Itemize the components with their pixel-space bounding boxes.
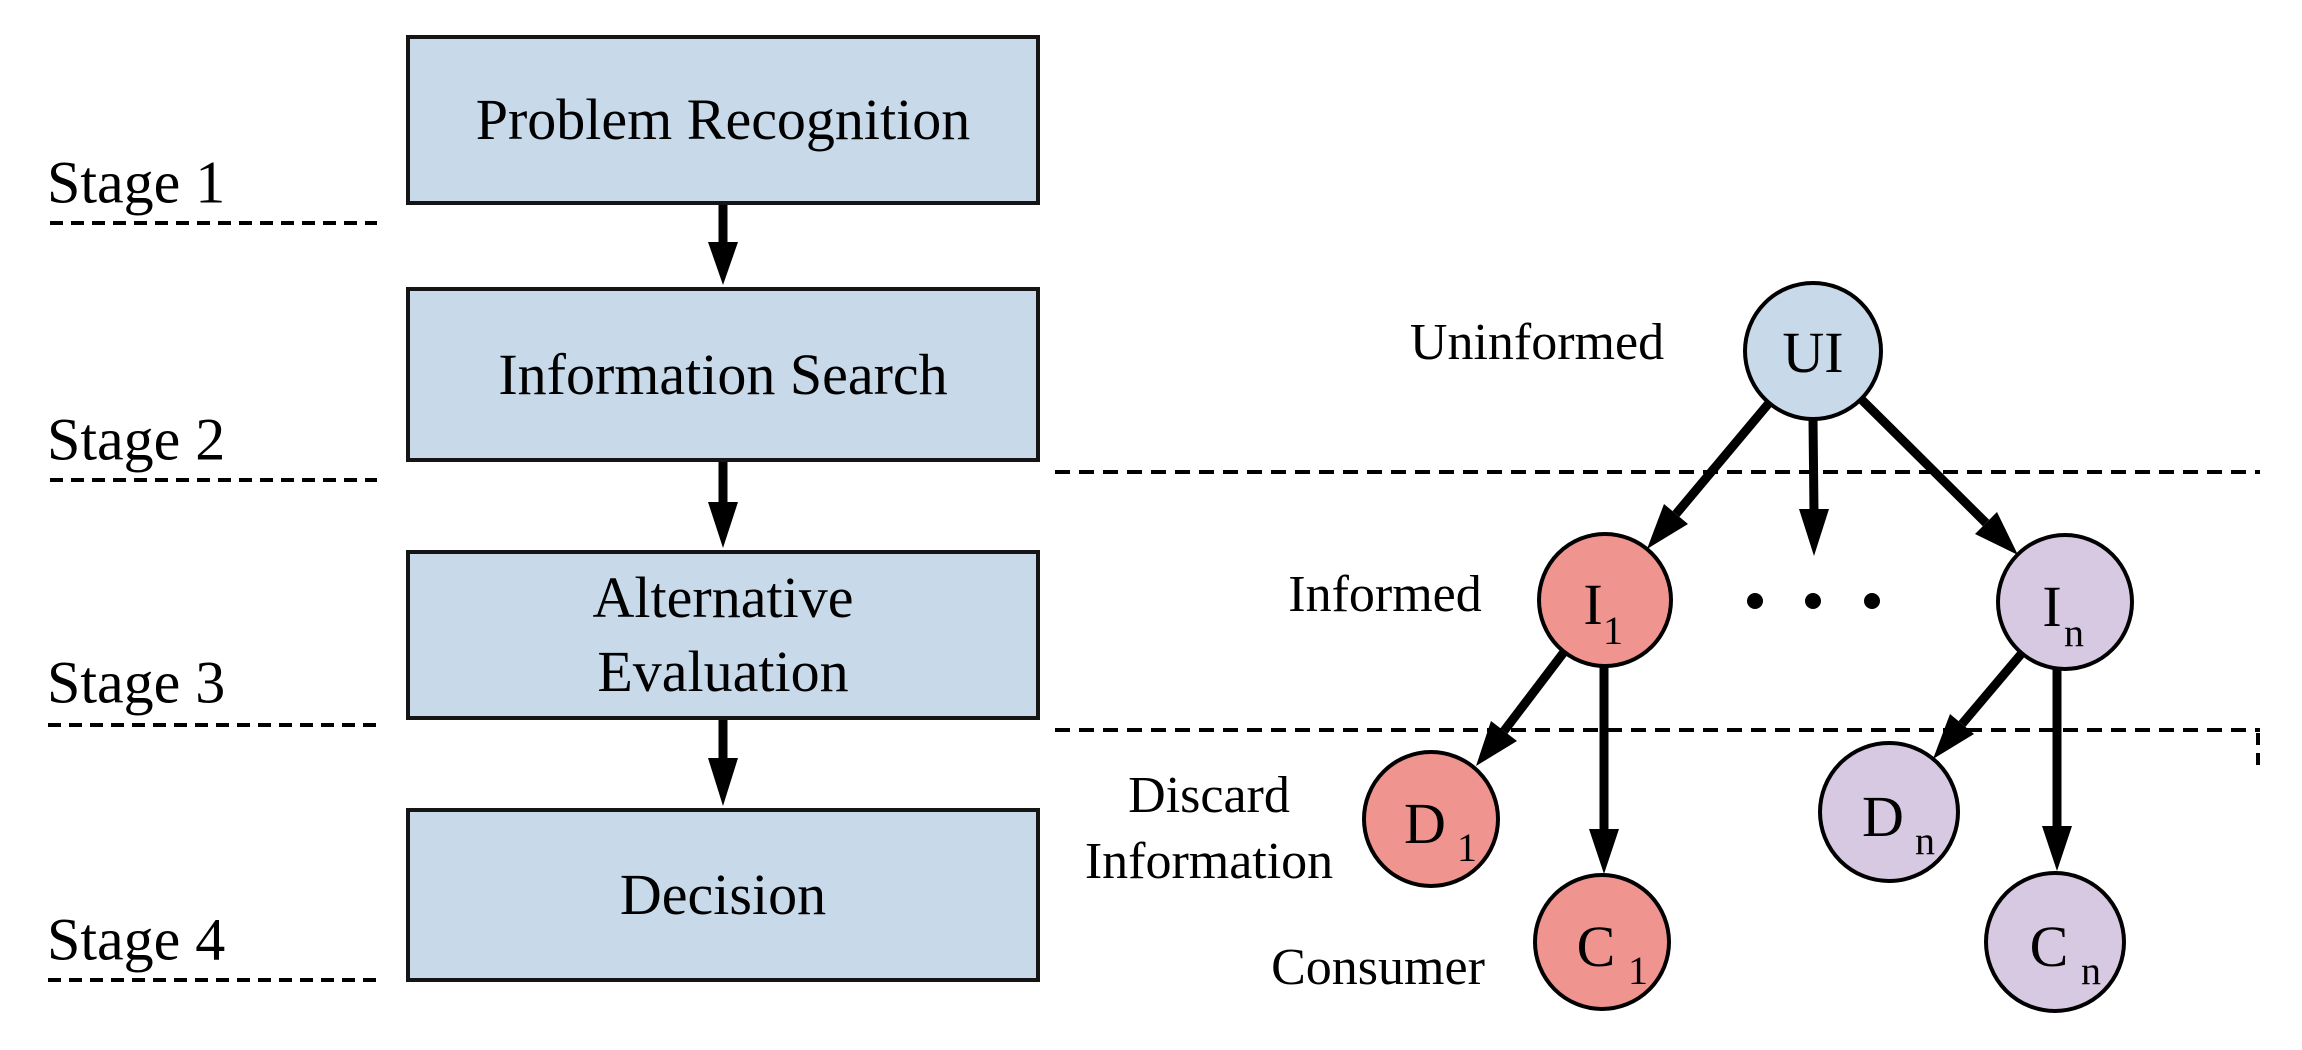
stage-dashed-separators (48, 221, 377, 982)
box-label-line: Problem Recognition (475, 87, 971, 152)
arrow-i1-c1 (1589, 666, 1619, 874)
arrow-ui-i1 (1647, 400, 1773, 549)
discard-information-label: Discard Information (1085, 763, 1333, 895)
arrow-box3-box4 (708, 720, 738, 806)
flowchart-arrows (708, 205, 738, 806)
arrow-ui-ellipsis (1799, 418, 1829, 556)
stage-2-label: Stage 2 (47, 406, 226, 473)
node-d1-subscript: 1 (1457, 825, 1477, 870)
node-dn-subscript: n (1915, 818, 1935, 863)
node-c1-subscript: 1 (1628, 948, 1648, 993)
node-d1-label: D (1404, 791, 1446, 856)
node-c1-label: C (1577, 914, 1616, 979)
box-decision: Decision (406, 808, 1040, 982)
node-in-circle (1996, 533, 2134, 671)
node-c1-circle (1533, 873, 1671, 1011)
node-cn-label: C (2030, 914, 2069, 979)
tree-dashed-separators (1055, 470, 2260, 766)
box-alternative-evaluation: Alternative Evaluation (406, 550, 1040, 720)
arrow-ui-in (1857, 395, 2018, 555)
node-i1-subscript: 1 (1603, 608, 1623, 653)
consumer-label: Consumer (1271, 939, 1485, 996)
box-problem-recognition: Problem Recognition (406, 35, 1040, 205)
box-label-line: Decision (619, 862, 827, 927)
arrow-i1-d1 (1476, 649, 1568, 766)
discard-label-line: Information (1084, 833, 1334, 890)
ellipsis-dot (1747, 593, 1763, 609)
arrow-box1-box2 (708, 205, 738, 285)
tree-arrows (1476, 395, 2072, 874)
discard-label-line: Discard (1128, 767, 1290, 824)
tree-node-labels: UI I 1 I n D 1 C 1 D n C n (1404, 320, 2101, 993)
ellipsis-dot (1864, 593, 1880, 609)
node-cn-circle (1984, 871, 2126, 1013)
informed-label: Informed (1288, 566, 1482, 623)
stage-1-label: Stage 1 (47, 149, 226, 216)
arrow-in-dn (1933, 650, 2026, 759)
box-label-line: Alternative (592, 565, 854, 630)
node-i1-label: I (1583, 572, 1602, 637)
box-label-line: Information Search (498, 341, 948, 407)
node-ui-circle (1743, 281, 1883, 421)
ellipsis-dots (1747, 593, 1880, 609)
node-dn-label: D (1862, 784, 1904, 849)
box-information-search: Information Search (406, 287, 1040, 462)
node-dn-circle (1818, 741, 1960, 883)
node-in-label: I (2042, 574, 2061, 639)
arrow-in-cn (2042, 669, 2072, 871)
node-d1-circle (1362, 750, 1500, 888)
stage-4-label: Stage 4 (47, 906, 226, 973)
uninformed-label: Uninformed (1409, 314, 1665, 371)
arrow-box2-box3 (708, 462, 738, 548)
box-label-line: Evaluation (597, 639, 849, 704)
node-cn-subscript: n (2081, 948, 2101, 993)
tree-nodes (1362, 281, 2134, 1013)
node-in-subscript: n (2064, 610, 2084, 655)
node-ui-label: UI (1782, 320, 1843, 385)
node-i1-circle (1537, 532, 1673, 668)
ellipsis-dot (1805, 593, 1821, 609)
stage-3-label: Stage 3 (47, 649, 226, 716)
